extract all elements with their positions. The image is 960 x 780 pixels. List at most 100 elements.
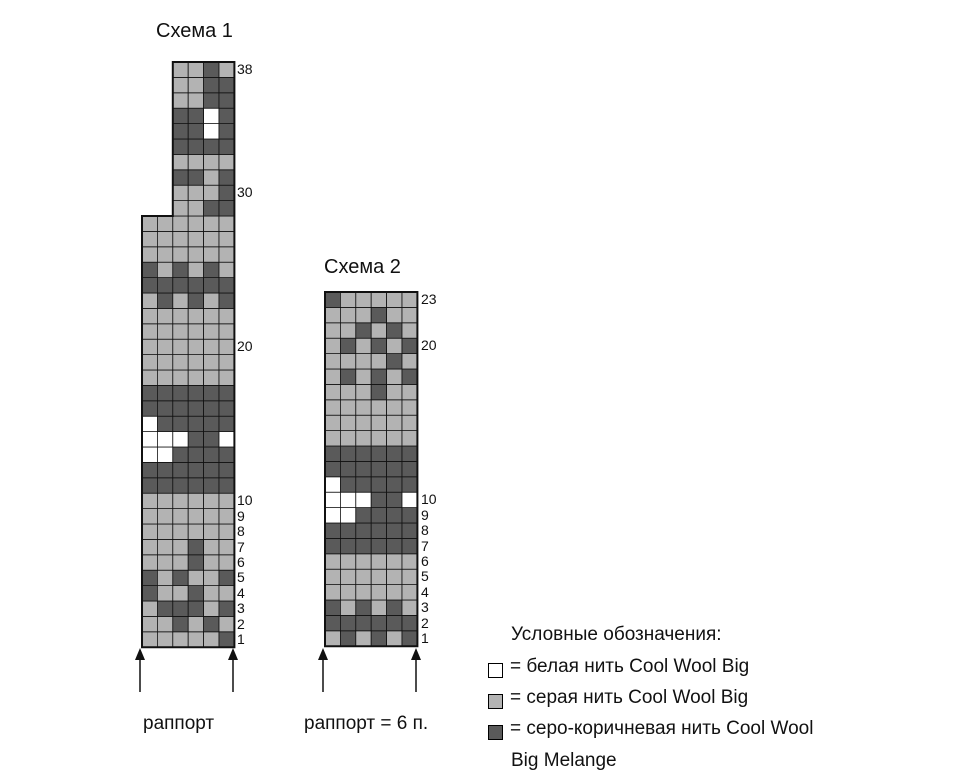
- scheme1-cell: [141, 261, 158, 278]
- scheme1-cell: [172, 215, 189, 232]
- scheme1-cell: [203, 369, 220, 386]
- scheme1-cell: [218, 246, 235, 263]
- scheme1-cell: [187, 384, 205, 402]
- scheme1-cell: [141, 246, 158, 263]
- scheme1-cell: [203, 461, 220, 479]
- scheme2-cell: [370, 322, 388, 339]
- scheme2-cell: [401, 460, 418, 478]
- scheme2-cell: [324, 584, 341, 601]
- scheme2-cell: [370, 353, 388, 370]
- scheme1-cell: [187, 538, 205, 556]
- scheme2-cell: [401, 599, 418, 616]
- scheme1-row-number: 6: [237, 554, 245, 570]
- scheme2-cell: [370, 306, 388, 324]
- scheme2-cell: [324, 476, 341, 493]
- scheme1-cell: [203, 61, 220, 78]
- scheme2-cell: [370, 614, 388, 632]
- scheme1-cell: [141, 215, 158, 232]
- scheme1-cell: [187, 461, 205, 479]
- scheme1-cell: [141, 538, 158, 556]
- scheme2-cell: [386, 368, 403, 385]
- scheme2-cell: [370, 584, 388, 601]
- scheme2-cell: [401, 584, 418, 601]
- scheme2-cell: [386, 476, 403, 493]
- scheme1-cell: [218, 323, 235, 340]
- scheme1-outline: [141, 61, 236, 649]
- scheme2-cell: [386, 584, 403, 601]
- scheme1-cell: [203, 107, 220, 125]
- scheme2-cell: [324, 322, 341, 339]
- scheme1-cell: [187, 261, 205, 278]
- scheme2-cell: [324, 553, 341, 570]
- scheme1-cell: [218, 446, 235, 463]
- scheme2-cell: [386, 414, 403, 431]
- scheme1-cell: [187, 415, 205, 433]
- scheme1-cell: [187, 323, 205, 340]
- scheme2-cell: [355, 491, 372, 508]
- scheme2-cell: [386, 430, 403, 447]
- scheme2-outline: [324, 291, 419, 648]
- scheme1-cell: [218, 184, 235, 201]
- scheme1-cell: [172, 431, 189, 448]
- scheme1-row-number: 20: [237, 338, 253, 355]
- scheme2-cell: [339, 353, 357, 370]
- scheme1-cell: [141, 523, 158, 540]
- scheme2-cell: [386, 630, 403, 647]
- scheme2-cell: [339, 337, 357, 355]
- scheme2-cell: [386, 322, 403, 339]
- scheme2-row-number: 20: [421, 337, 437, 354]
- scheme2-cell: [370, 568, 388, 586]
- scheme1-cell: [156, 616, 174, 633]
- scheme1-cell: [141, 400, 158, 417]
- scheme1-cell: [218, 369, 235, 386]
- scheme2-cell: [339, 322, 357, 339]
- scheme1-cell: [172, 92, 189, 109]
- scheme2-cell: [401, 614, 418, 632]
- scheme2-row-number: 5: [421, 568, 429, 585]
- scheme1-cell: [156, 338, 174, 356]
- scheme2-cell: [355, 322, 372, 339]
- scheme2-cell: [355, 384, 372, 401]
- scheme1-cell: [172, 616, 189, 633]
- scheme1-cell: [187, 277, 205, 294]
- scheme2-cell: [339, 568, 357, 586]
- scheme1-cell: [172, 631, 189, 648]
- scheme1-cell: [156, 461, 174, 479]
- scheme2-cell: [339, 291, 357, 308]
- scheme2-cell: [370, 599, 388, 616]
- scheme2-cell: [370, 414, 388, 431]
- scheme1-cell: [141, 277, 158, 294]
- scheme2-cell: [339, 537, 357, 555]
- scheme1-cell: [141, 492, 158, 510]
- scheme1-cell: [187, 61, 205, 78]
- scheme1-title: Схема 1: [156, 20, 233, 42]
- scheme2-cell: [401, 399, 418, 416]
- scheme1-row-number: 38: [237, 61, 253, 78]
- scheme2-cell: [401, 322, 418, 339]
- scheme2-cell: [324, 353, 341, 370]
- scheme1-cell: [156, 400, 174, 417]
- scheme1-cell: [218, 277, 235, 294]
- scheme2-left-arrow: [318, 648, 328, 692]
- scheme1-cell: [203, 92, 220, 109]
- scheme2-cell: [370, 460, 388, 478]
- scheme2-cell: [401, 368, 418, 385]
- scheme1-row-number: 3: [237, 600, 245, 617]
- scheme1-cell: [172, 292, 189, 309]
- scheme2-cell: [386, 291, 403, 308]
- scheme2-cell: [339, 368, 357, 385]
- scheme1-cell: [218, 107, 235, 125]
- scheme2-cell: [370, 476, 388, 493]
- scheme1-cell: [218, 169, 235, 186]
- scheme1-cell: [203, 246, 220, 263]
- scheme2-cell: [339, 414, 357, 431]
- scheme2-cell: [386, 460, 403, 478]
- scheme2-cell: [370, 445, 388, 462]
- scheme1-cell: [218, 292, 235, 309]
- scheme1-cell: [172, 492, 189, 510]
- scheme1-cell: [172, 230, 189, 248]
- scheme2-cell: [401, 337, 418, 355]
- scheme1-cell: [141, 477, 158, 494]
- scheme2-cell: [370, 368, 388, 385]
- scheme2-cell: [370, 491, 388, 508]
